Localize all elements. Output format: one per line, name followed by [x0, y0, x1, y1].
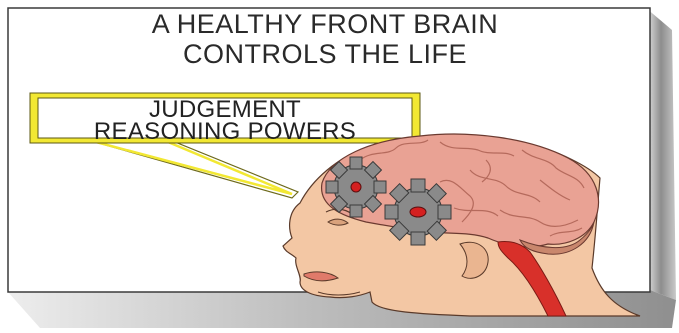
slide-title-line-1: A HEALTHY FRONT BRAIN [90, 9, 560, 39]
slide-title-line-2: CONTROLS THE LIFE [90, 39, 560, 69]
gear-icon [385, 179, 451, 245]
callout-label-line-2: REASONING POWERS [38, 120, 412, 144]
gear-icon [326, 157, 386, 217]
